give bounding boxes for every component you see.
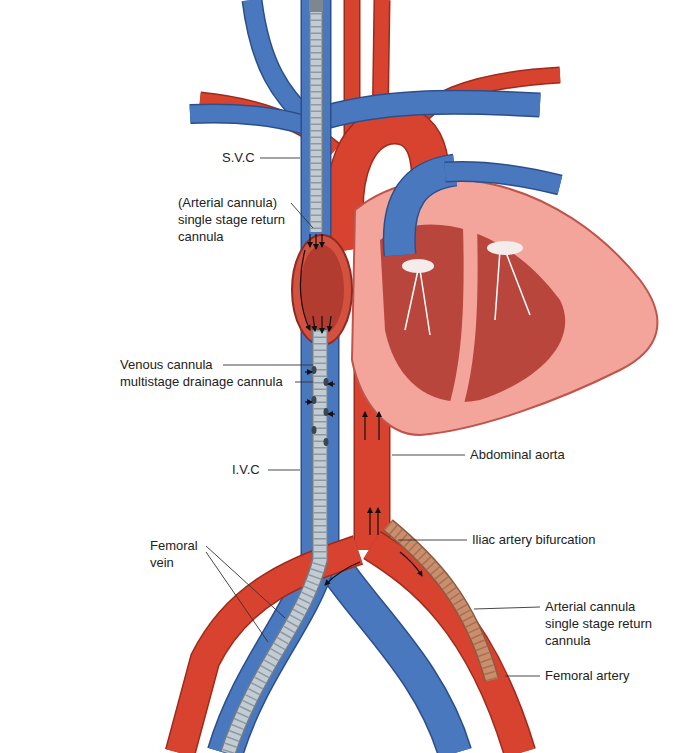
chordae [405,270,418,330]
drainage-hole [312,426,317,434]
leader-line [398,540,467,541]
leader-line [268,470,300,471]
brachiocephalic-vein [316,102,540,120]
vessel-label: I.V.C [232,461,260,478]
flow-arrow [328,413,335,414]
flow-arrow [364,412,365,440]
flow-arrow [300,250,310,330]
leader-line [223,365,313,366]
cannula-rings [228,330,320,753]
return-cannula [309,0,323,232]
flow-arrow [369,508,370,535]
flow-arrow [321,234,322,247]
vessel-label: Femoral artery [545,667,630,684]
cannula-rings [388,525,492,680]
flow-arrow [315,234,316,249]
cannula-label: multistage drainage cannula [120,373,283,390]
cannula-label: Venous cannula [120,356,213,373]
flow-arrow [329,316,331,331]
arterial-cannula [388,525,492,680]
leader-line [295,382,313,383]
subclavian-vein [190,113,305,125]
vessel-label: Abdominal aorta [470,446,565,463]
leader-line [505,676,540,677]
flow-arrow [313,316,315,331]
superior-vena-cava [301,0,332,260]
leader-line [260,158,300,159]
leader-line [206,546,285,618]
chordae [505,250,530,315]
chordae [495,250,500,320]
valve [487,241,523,255]
leader-line [291,203,313,228]
leader-line [392,455,465,456]
flow-arrow [328,383,335,384]
drainage-cannula [228,330,320,753]
pulmonary-trunk [399,170,455,255]
drainage-cannula [228,330,320,753]
chordae [420,270,430,335]
atrium-cavity [300,245,344,335]
flow-arrow [309,234,310,247]
return-cannula [311,0,322,232]
right-atrium [292,235,352,345]
drainage-hole [324,408,329,416]
flow-arrow [325,562,360,585]
cannula-label: Arterial cannula single stage return can… [545,598,671,649]
valve [402,259,434,273]
flow-arrow [377,508,378,535]
flow-arrow [305,401,312,402]
leader-line [474,607,540,609]
pulmonary-artery [445,172,560,185]
subclavian-vein [190,113,305,125]
pulmonary-trunk [399,170,455,255]
flow-arrow [321,316,322,333]
vessel-label: S.V.C [222,149,255,166]
drainage-hole [312,366,317,374]
cannula-label: (Arterial cannula) single stage return c… [178,194,292,245]
drainage-hole [324,438,329,446]
flow-arrow [378,412,379,440]
brachiocephalic-vein [316,102,540,120]
superior-vena-cava [302,0,330,260]
vessel-label: Iliac artery bifurcation [472,531,596,548]
flow-arrow [305,371,312,372]
drainage-hole [324,378,329,386]
cannula-connector [309,0,323,12]
septum [455,225,471,410]
cannula-rings [311,0,322,232]
vessel-label: Femoral vein [150,537,204,571]
arterial-cannula [388,525,492,680]
pulmonary-artery [445,172,560,185]
flow-arrow [400,552,422,576]
leader-line [206,552,268,642]
drainage-hole [312,396,317,404]
